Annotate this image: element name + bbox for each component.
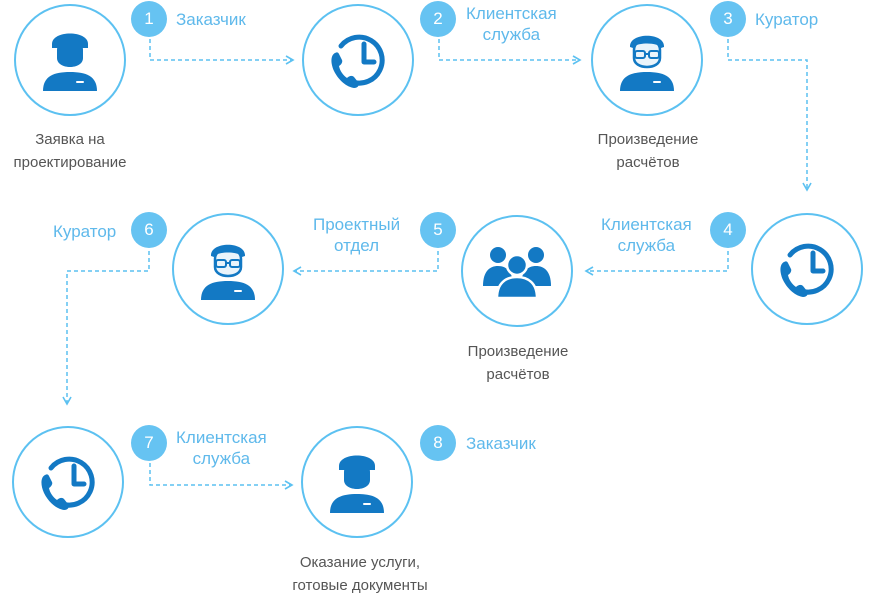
step-badge-3: 3	[710, 1, 746, 37]
step-badge-1: 1	[131, 1, 167, 37]
step-label-5-line2: отдел	[334, 236, 380, 255]
step-label-2-line2: служба	[482, 25, 541, 44]
connector-3-4	[727, 39, 812, 192]
connector-5-6	[292, 251, 439, 276]
step-label-7-line1: Клиентская	[176, 428, 267, 447]
caption-step-8-line2: готовые документы	[292, 577, 428, 594]
connector-4-5	[584, 251, 729, 276]
connector-2-3	[438, 39, 582, 65]
node-phone-7	[12, 426, 124, 538]
step-label-3: Куратор	[755, 10, 819, 29]
caption-step-5: Произведение расчётов	[468, 340, 569, 386]
caption-step-8: Оказание услуги, готовые документы	[292, 551, 427, 596]
client-person-icon	[330, 455, 384, 513]
step-label-5-line1: Проектный	[313, 215, 401, 234]
step-label-2: Клиентская служба	[466, 3, 557, 45]
step-label-4-line2: служба	[617, 236, 676, 255]
caption-step-1-line1: Заявка на	[35, 131, 105, 148]
caption-step-3-line2: расчётов	[616, 154, 680, 171]
node-phone-4	[751, 213, 863, 325]
node-team-5	[461, 215, 573, 327]
node-phone-2	[302, 4, 414, 116]
step-label-8: Заказчик	[466, 434, 536, 453]
step-label-7-line2: служба	[192, 449, 251, 468]
step-badge-6: 6	[131, 212, 167, 248]
phone-clock-icon	[331, 34, 385, 88]
node-client-1	[14, 4, 126, 116]
caption-step-1-line2: проектирование	[13, 154, 127, 171]
curator-glasses-icon	[201, 244, 255, 300]
step-label-2-line1: Клиентская	[466, 4, 557, 23]
step-badge-4: 4	[710, 212, 746, 248]
client-person-icon	[43, 33, 97, 91]
node-curator-3	[591, 4, 703, 116]
connector-1-2	[149, 39, 295, 65]
step-label-5: Проектный отдел	[313, 214, 400, 256]
step-badge-8: 8	[420, 425, 456, 461]
node-curator-6	[172, 213, 284, 325]
step-badge-7: 7	[131, 425, 167, 461]
step-label-4-line1: Клиентская	[601, 215, 692, 234]
caption-step-8-line1: Оказание услуги,	[299, 554, 421, 571]
step-label-1: Заказчик	[176, 10, 246, 29]
step-label-7: Клиентская служба	[176, 427, 267, 469]
node-client-8	[301, 426, 413, 538]
caption-step-5-line2: расчётов	[486, 366, 550, 383]
phone-clock-icon	[41, 456, 95, 510]
curator-glasses-icon	[620, 35, 674, 91]
step-badge-2: 2	[420, 1, 456, 37]
caption-step-3: Произведение расчётов	[598, 128, 699, 174]
connector-6-7	[62, 251, 150, 406]
step-badge-5: 5	[420, 212, 456, 248]
caption-step-5-line1: Произведение	[467, 343, 569, 360]
connector-7-8	[149, 463, 294, 490]
step-label-4: Клиентская служба	[601, 214, 692, 256]
team-group-icon	[483, 247, 551, 298]
caption-step-3-line1: Произведение	[597, 131, 699, 148]
step-label-6: Куратор	[53, 222, 117, 241]
caption-step-1: Заявка на проектирование	[14, 128, 127, 174]
phone-clock-icon	[780, 243, 834, 297]
